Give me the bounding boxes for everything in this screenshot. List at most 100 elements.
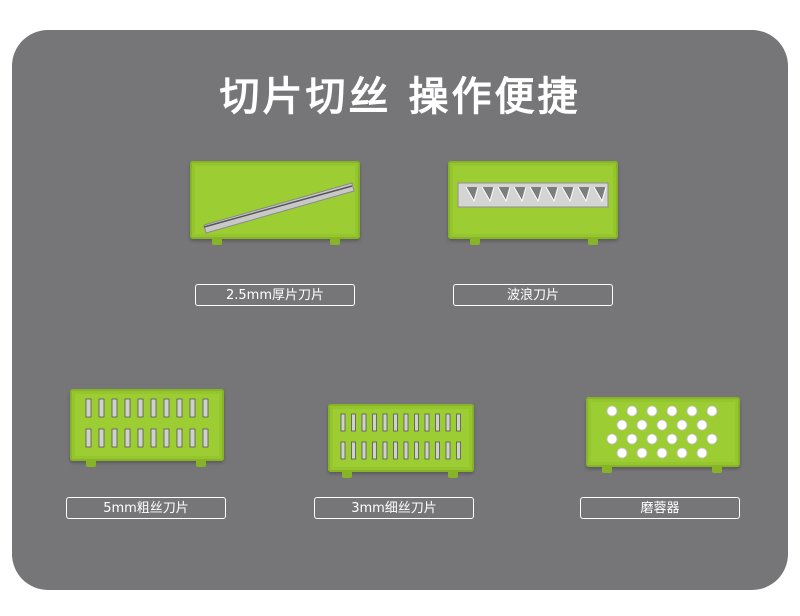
label-slicing-blade: 2.5mm厚片刀片	[195, 284, 355, 306]
julienne-tooth	[351, 441, 356, 460]
label-grater: 磨蓉器	[580, 497, 740, 519]
label-fine-julienne-blade: 3mm细丝刀片	[314, 497, 474, 519]
julienne-tooth	[150, 398, 157, 418]
julienne-tooth	[435, 413, 440, 432]
blade-foot	[196, 459, 206, 467]
blade-foot	[212, 237, 222, 245]
blade-foot	[330, 237, 340, 245]
slicing-blade-image	[190, 161, 360, 245]
grater-hole	[636, 419, 648, 431]
wave-tooth	[465, 186, 479, 203]
page-title: 切片切丝 操作便捷	[219, 74, 581, 120]
julienne-tooth	[414, 413, 419, 432]
wave-tooth	[481, 186, 495, 203]
grater-hole	[666, 433, 678, 445]
fine-julienne-blade-image	[328, 404, 474, 478]
grater-hole	[616, 447, 628, 459]
blade-foot	[588, 237, 598, 245]
grater-hole	[616, 419, 628, 431]
wave-tooth	[529, 186, 543, 203]
blade-foot	[86, 459, 96, 467]
julienne-tooth	[382, 441, 388, 460]
julienne-tooth	[340, 413, 346, 432]
wave-tooth	[593, 186, 607, 203]
julienne-tooth	[137, 428, 144, 448]
julienne-tooth	[176, 428, 183, 448]
wave-blade-image	[448, 161, 618, 245]
grater-hole	[696, 419, 708, 431]
julienne-tooth	[98, 428, 105, 448]
julienne-tooth	[456, 441, 461, 460]
julienne-tooth	[137, 398, 144, 418]
blade-foot	[448, 470, 458, 478]
wave-tooth	[577, 186, 591, 203]
product-panel: 切片切丝 操作便捷 2.5mm厚片刀片 波浪刀片 5mm粗丝刀片	[12, 30, 788, 590]
julienne-tooth	[85, 428, 92, 448]
grater-hole	[686, 433, 698, 445]
grater-hole	[636, 447, 648, 459]
grater-hole	[656, 419, 668, 431]
julienne-tooth	[456, 413, 461, 432]
julienne-tooth	[361, 441, 367, 460]
julienne-tooth	[445, 441, 451, 460]
wave-tooth	[497, 186, 511, 203]
grater-image	[586, 397, 740, 473]
grater-hole	[646, 433, 658, 445]
grater-hole	[646, 405, 658, 417]
julienne-tooth	[189, 428, 196, 448]
julienne-tooth	[124, 398, 131, 418]
fine-julienne-graphic	[333, 409, 469, 467]
julienne-tooth	[403, 413, 409, 432]
wave-tooth	[561, 186, 575, 203]
grater-hole	[666, 405, 678, 417]
wave-tooth	[513, 186, 527, 203]
blade-foot	[602, 465, 612, 473]
julienne-tooth	[340, 441, 346, 460]
grater-hole	[676, 419, 688, 431]
grater-hole	[626, 433, 638, 445]
julienne-tooth	[124, 428, 131, 448]
grater-graphic	[591, 402, 735, 462]
julienne-tooth	[202, 398, 209, 418]
wave-tooth	[545, 186, 559, 203]
grater-hole	[626, 405, 638, 417]
julienne-tooth	[393, 441, 398, 460]
julienne-tooth	[414, 441, 419, 460]
julienne-tooth	[98, 398, 105, 418]
julienne-tooth	[372, 413, 377, 432]
julienne-tooth	[445, 413, 451, 432]
slicing-blade-graphic	[195, 166, 355, 234]
blade-foot	[342, 470, 352, 478]
julienne-tooth	[111, 398, 118, 418]
julienne-tooth	[382, 413, 388, 432]
julienne-tooth	[85, 398, 92, 418]
blade-foot	[712, 465, 722, 473]
julienne-tooth	[163, 398, 170, 418]
julienne-tooth	[351, 413, 356, 432]
label-coarse-julienne-blade: 5mm粗丝刀片	[66, 497, 226, 519]
julienne-tooth	[393, 413, 398, 432]
julienne-tooth	[202, 428, 209, 448]
label-wave-blade: 波浪刀片	[453, 284, 613, 306]
julienne-tooth	[424, 441, 430, 460]
wave-blade-graphic	[453, 166, 613, 234]
blade-foot	[470, 237, 480, 245]
julienne-tooth	[111, 428, 118, 448]
grater-hole	[686, 405, 698, 417]
coarse-julienne-graphic	[75, 394, 219, 456]
grater-hole	[706, 405, 718, 417]
grater-hole	[606, 405, 618, 417]
julienne-tooth	[424, 413, 430, 432]
grater-hole	[676, 447, 688, 459]
grater-hole	[706, 433, 718, 445]
julienne-tooth	[361, 413, 367, 432]
julienne-tooth	[435, 441, 440, 460]
julienne-tooth	[372, 441, 377, 460]
wave-teeth	[465, 186, 607, 203]
julienne-tooth	[403, 441, 409, 460]
julienne-tooth	[150, 428, 157, 448]
julienne-tooth	[176, 398, 183, 418]
grater-hole	[696, 447, 708, 459]
grater-hole	[606, 433, 618, 445]
julienne-tooth	[189, 398, 196, 418]
